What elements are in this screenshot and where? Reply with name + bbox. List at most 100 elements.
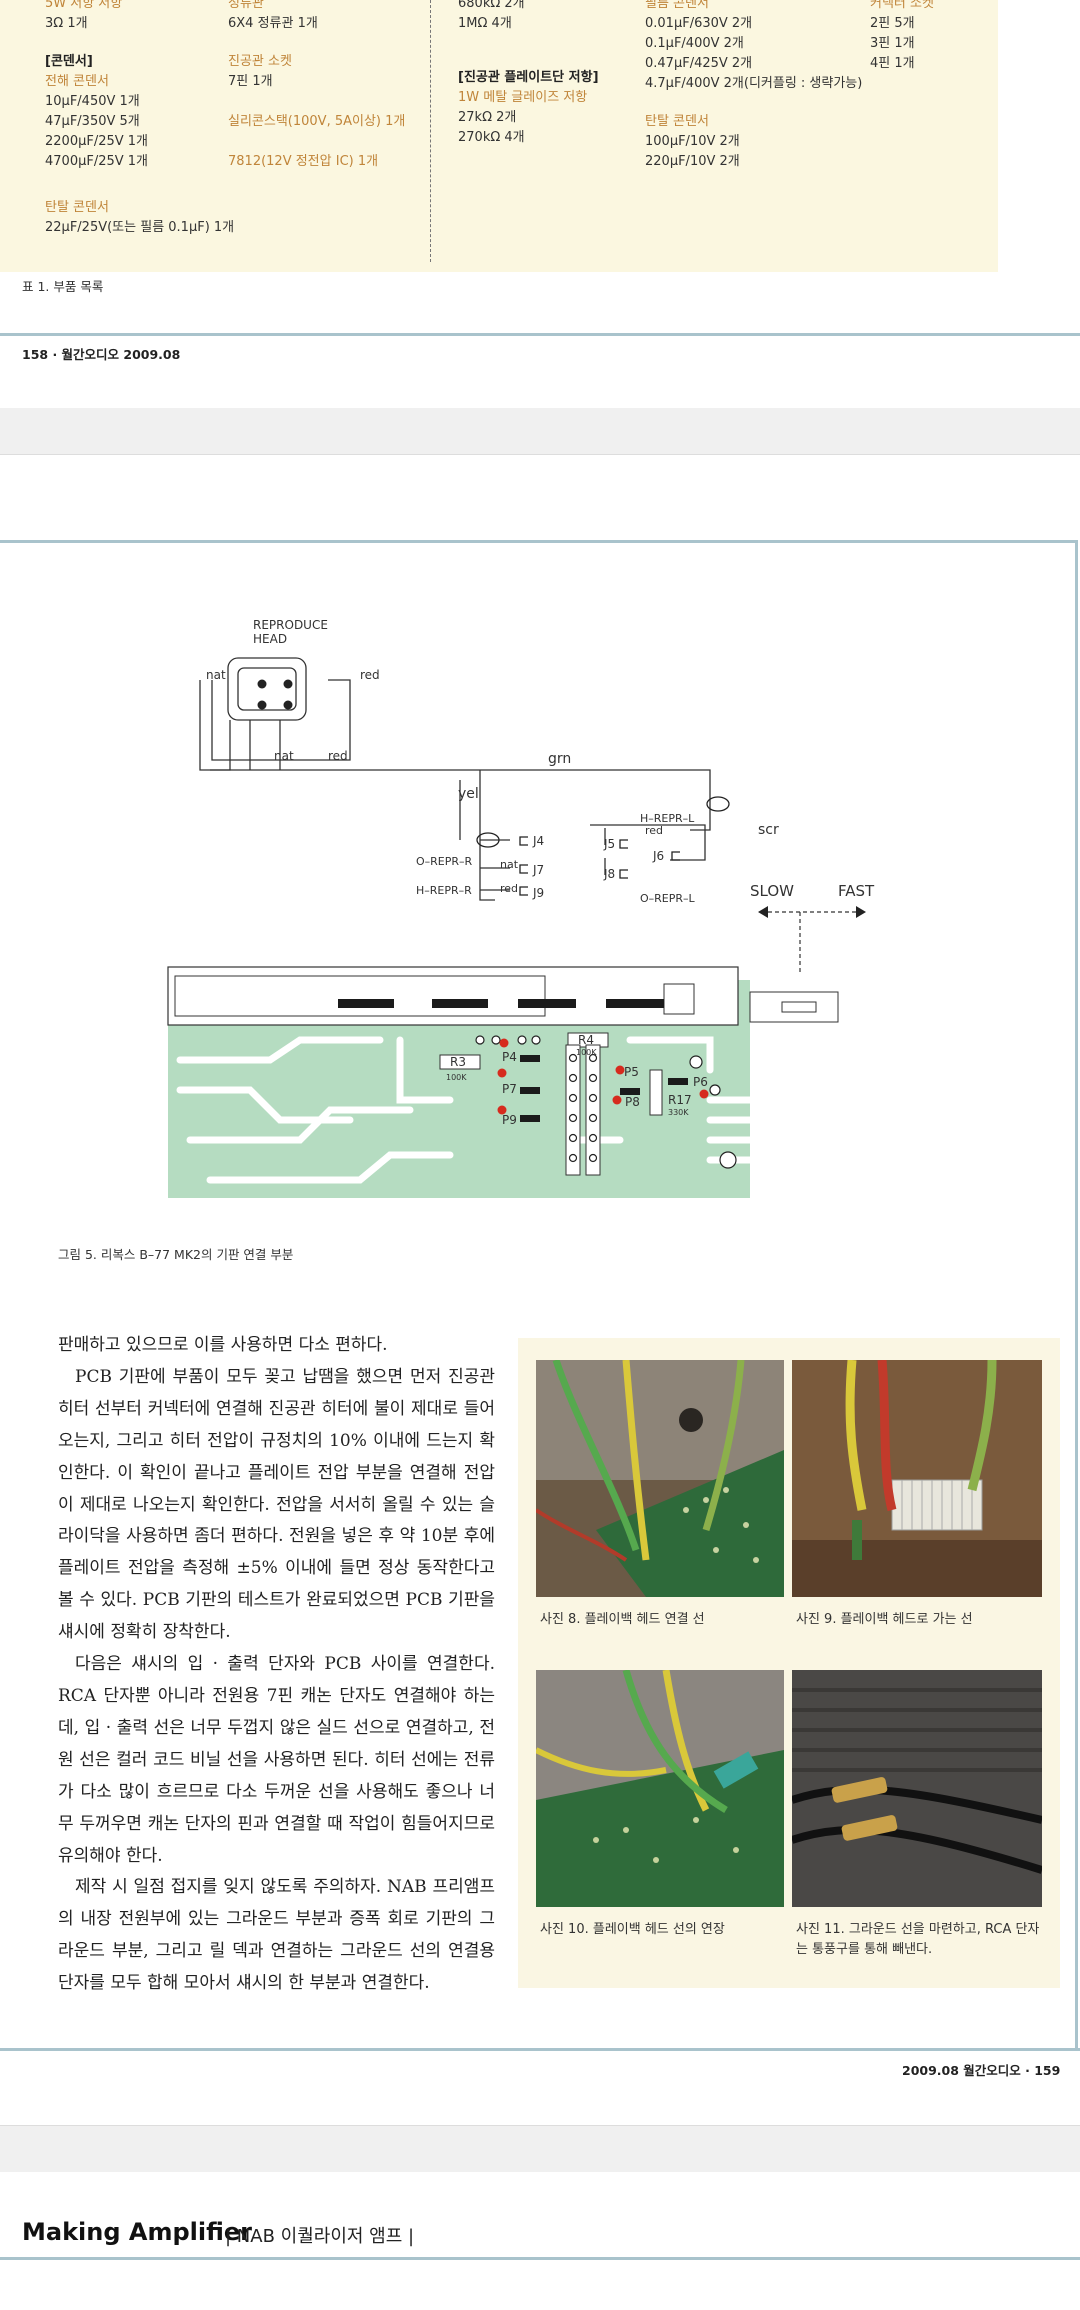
label-hrepr-r: H–REPR–R [416,884,472,897]
section-subtitle: | NAB 이퀄라이저 앰프 | [225,2226,415,2247]
label-p4: P4 [502,1050,517,1064]
figure-5-caption: 그림 5. 리복스 B–77 MK2의 기판 연결 부분 [58,1247,294,1262]
parts-list-item: 2200μF/25V 1개 [45,134,149,149]
parts-list-item: 10μF/450V 1개 [45,94,140,109]
wire-red-1: red [360,668,380,682]
parts-list-item: [진공관 플레이트단 저항] [458,70,599,85]
parts-list-item: 4700μF/25V 1개 [45,154,149,169]
page-gap-2 [0,2125,1080,2172]
wire-yel: yel [458,786,479,802]
label-p6: P6 [693,1075,708,1089]
parts-list-item: 4.7μF/400V 2개(디커플링 : 생략가능) [645,76,863,91]
parts-list-item: 0.1μF/400V 2개 [645,36,744,51]
jack-j4: J4 [532,834,544,848]
photo-8 [536,1360,784,1597]
jack-j9: J9 [532,886,544,900]
paragraph-4: 제작 시 일점 접지를 잊지 않도록 주의하자. NAB 프리앰프의 내장 전원… [58,1877,495,1994]
wire-nat-2: nat [274,749,294,763]
jack-j5: J5 [603,837,615,851]
jack-j8: J8 [603,867,615,881]
parts-list-item: 0.01μF/630V 2개 [645,16,753,31]
parts-list-item: 22μF/25V(또는 필름 0.1μF) 1개 [45,220,235,235]
wire-red-4: red [500,882,518,895]
parts-list-item: 커넥터 소켓 [870,0,934,11]
head-outer [227,657,307,721]
photo-10 [536,1670,784,1907]
parts-list-item: 27kΩ 2개 [458,110,517,125]
parts-list-item: 1W 메탈 글레이즈 저항 [458,90,588,105]
parts-list-item: 5W 저항 저항 [45,0,123,11]
parts-list-item: 정류관 [228,0,264,11]
parts-list-item: 3Ω 1개 [45,16,88,31]
label-slow: SLOW [750,882,794,900]
label-orepr-r: O–REPR–R [416,855,473,868]
label-fast: FAST [838,882,875,900]
wire-grn: grn [548,751,571,767]
parts-list-item: 필름 콘덴서 [645,0,709,11]
parts-list-item: [콘덴서] [45,54,93,69]
paragraph-3: 다음은 섀시의 입 · 출력 단자와 PCB 사이를 연결한다. RCA 단자뿐… [58,1654,495,1866]
paragraph-2: PCB 기판에 부품이 모두 꽂고 납땜을 했으면 먼저 진공관 히터 선부터 … [58,1366,495,1643]
figure-5-diagram: REPRODUCE HEAD nat red nat red grn yel s… [167,618,875,1198]
page-folio-158: 158 · 월간오디오 2009.08 [22,347,181,362]
parts-divider [430,0,431,262]
parts-list-item: 1MΩ 4개 [458,16,512,31]
label-p5: P5 [624,1065,639,1079]
parts-list-item: 6X4 정류관 1개 [228,16,318,31]
parts-list-item: 탄탈 콘덴서 [45,200,109,215]
parts-list-item: 7핀 1개 [228,74,273,89]
parts-list-item: 680kΩ 2개 [458,0,525,11]
page-gap [0,408,1080,455]
photo-10-caption: 사진 10. 플레이백 헤드 선의 연장 [540,1922,725,1937]
head-inner [237,667,297,711]
parts-list-item: 0.47μF/425V 2개 [645,56,753,71]
parts-list-item: 실리콘스택(100V, 5A이상) 1개 [228,114,406,129]
photo-panel: 사진 8. 플레이백 헤드 연결 선 사진 9. 플레이백 헤드로 가는 선 사… [518,1338,1060,1988]
page-rule [0,333,1080,336]
page-rule-159 [0,2048,1080,2051]
label-r3: R3 [450,1055,466,1069]
section-title: Making Amplifier [22,2218,253,2246]
head-label-2: HEAD [253,632,287,646]
parts-list-item: 270kΩ 4개 [458,130,525,145]
header-rule [0,2257,1080,2260]
page-159-frame [0,540,1078,2050]
label-orepr-l: O–REPR–L [640,892,696,905]
photo-11 [792,1670,1042,1907]
label-p8: P8 [625,1095,640,1109]
parts-list-item: 2핀 5개 [870,16,915,31]
parts-list-item: 3핀 1개 [870,36,915,51]
parts-list-panel: 5W 저항 저항 3Ω 1개 [콘덴서] 전해 콘덴서 10μF/450V 1개 47μF… [0,0,998,272]
parts-list-item: 47μF/350V 5개 [45,114,140,129]
photo-9 [792,1360,1042,1597]
head-label-1: REPRODUCE [253,618,328,632]
label-p9: P9 [502,1113,517,1127]
parts-list-item: 탄탈 콘덴서 [645,114,709,129]
parts-list-item: 220μF/10V 2개 [645,154,740,169]
wire-red-2: red [328,749,348,763]
photo-8-caption: 사진 8. 플레이백 헤드 연결 선 [540,1612,705,1627]
jack-j7: J7 [532,863,544,877]
label-r17: R17 [668,1093,692,1107]
page-folio-159: 2009.08 월간오디오 · 159 [902,2063,1061,2078]
jack-j6: J6 [652,849,664,863]
label-p7: P7 [502,1082,517,1096]
wire-scr: scr [758,822,779,838]
wire-nat-1: nat [206,668,226,682]
parts-list-item: 전해 콘덴서 [45,74,109,89]
photo-11-caption: 사진 11. 그라운드 선을 마련하고, RCA 단자는 통풍구를 통해 빼낸다… [796,1922,1040,1957]
table-caption: 표 1. 부품 목록 [22,279,104,294]
parts-list-item: 7812(12V 정전압 IC) 1개 [228,154,379,169]
wire-nat-3: nat [500,858,519,871]
label-hrepr-l: H–REPR–L [640,812,695,825]
label-r3-value: 100K [446,1073,467,1082]
label-r17-value: 330K [668,1108,689,1117]
label-r4-value: 100K [576,1048,597,1057]
photo-9-caption: 사진 9. 플레이백 헤드로 가는 선 [796,1612,973,1627]
wire-red-3: red [645,824,663,837]
parts-list-item: 100μF/10V 2개 [645,134,740,149]
paragraph-1: 판매하고 있으므로 이를 사용하면 다소 편하다. [58,1335,388,1355]
article-body: 판매하고 있으므로 이를 사용하면 다소 편하다. PCB 기판에 부품이 모두… [58,1330,495,2000]
parts-list-item: 4핀 1개 [870,56,915,71]
label-r4: R4 [578,1033,594,1047]
